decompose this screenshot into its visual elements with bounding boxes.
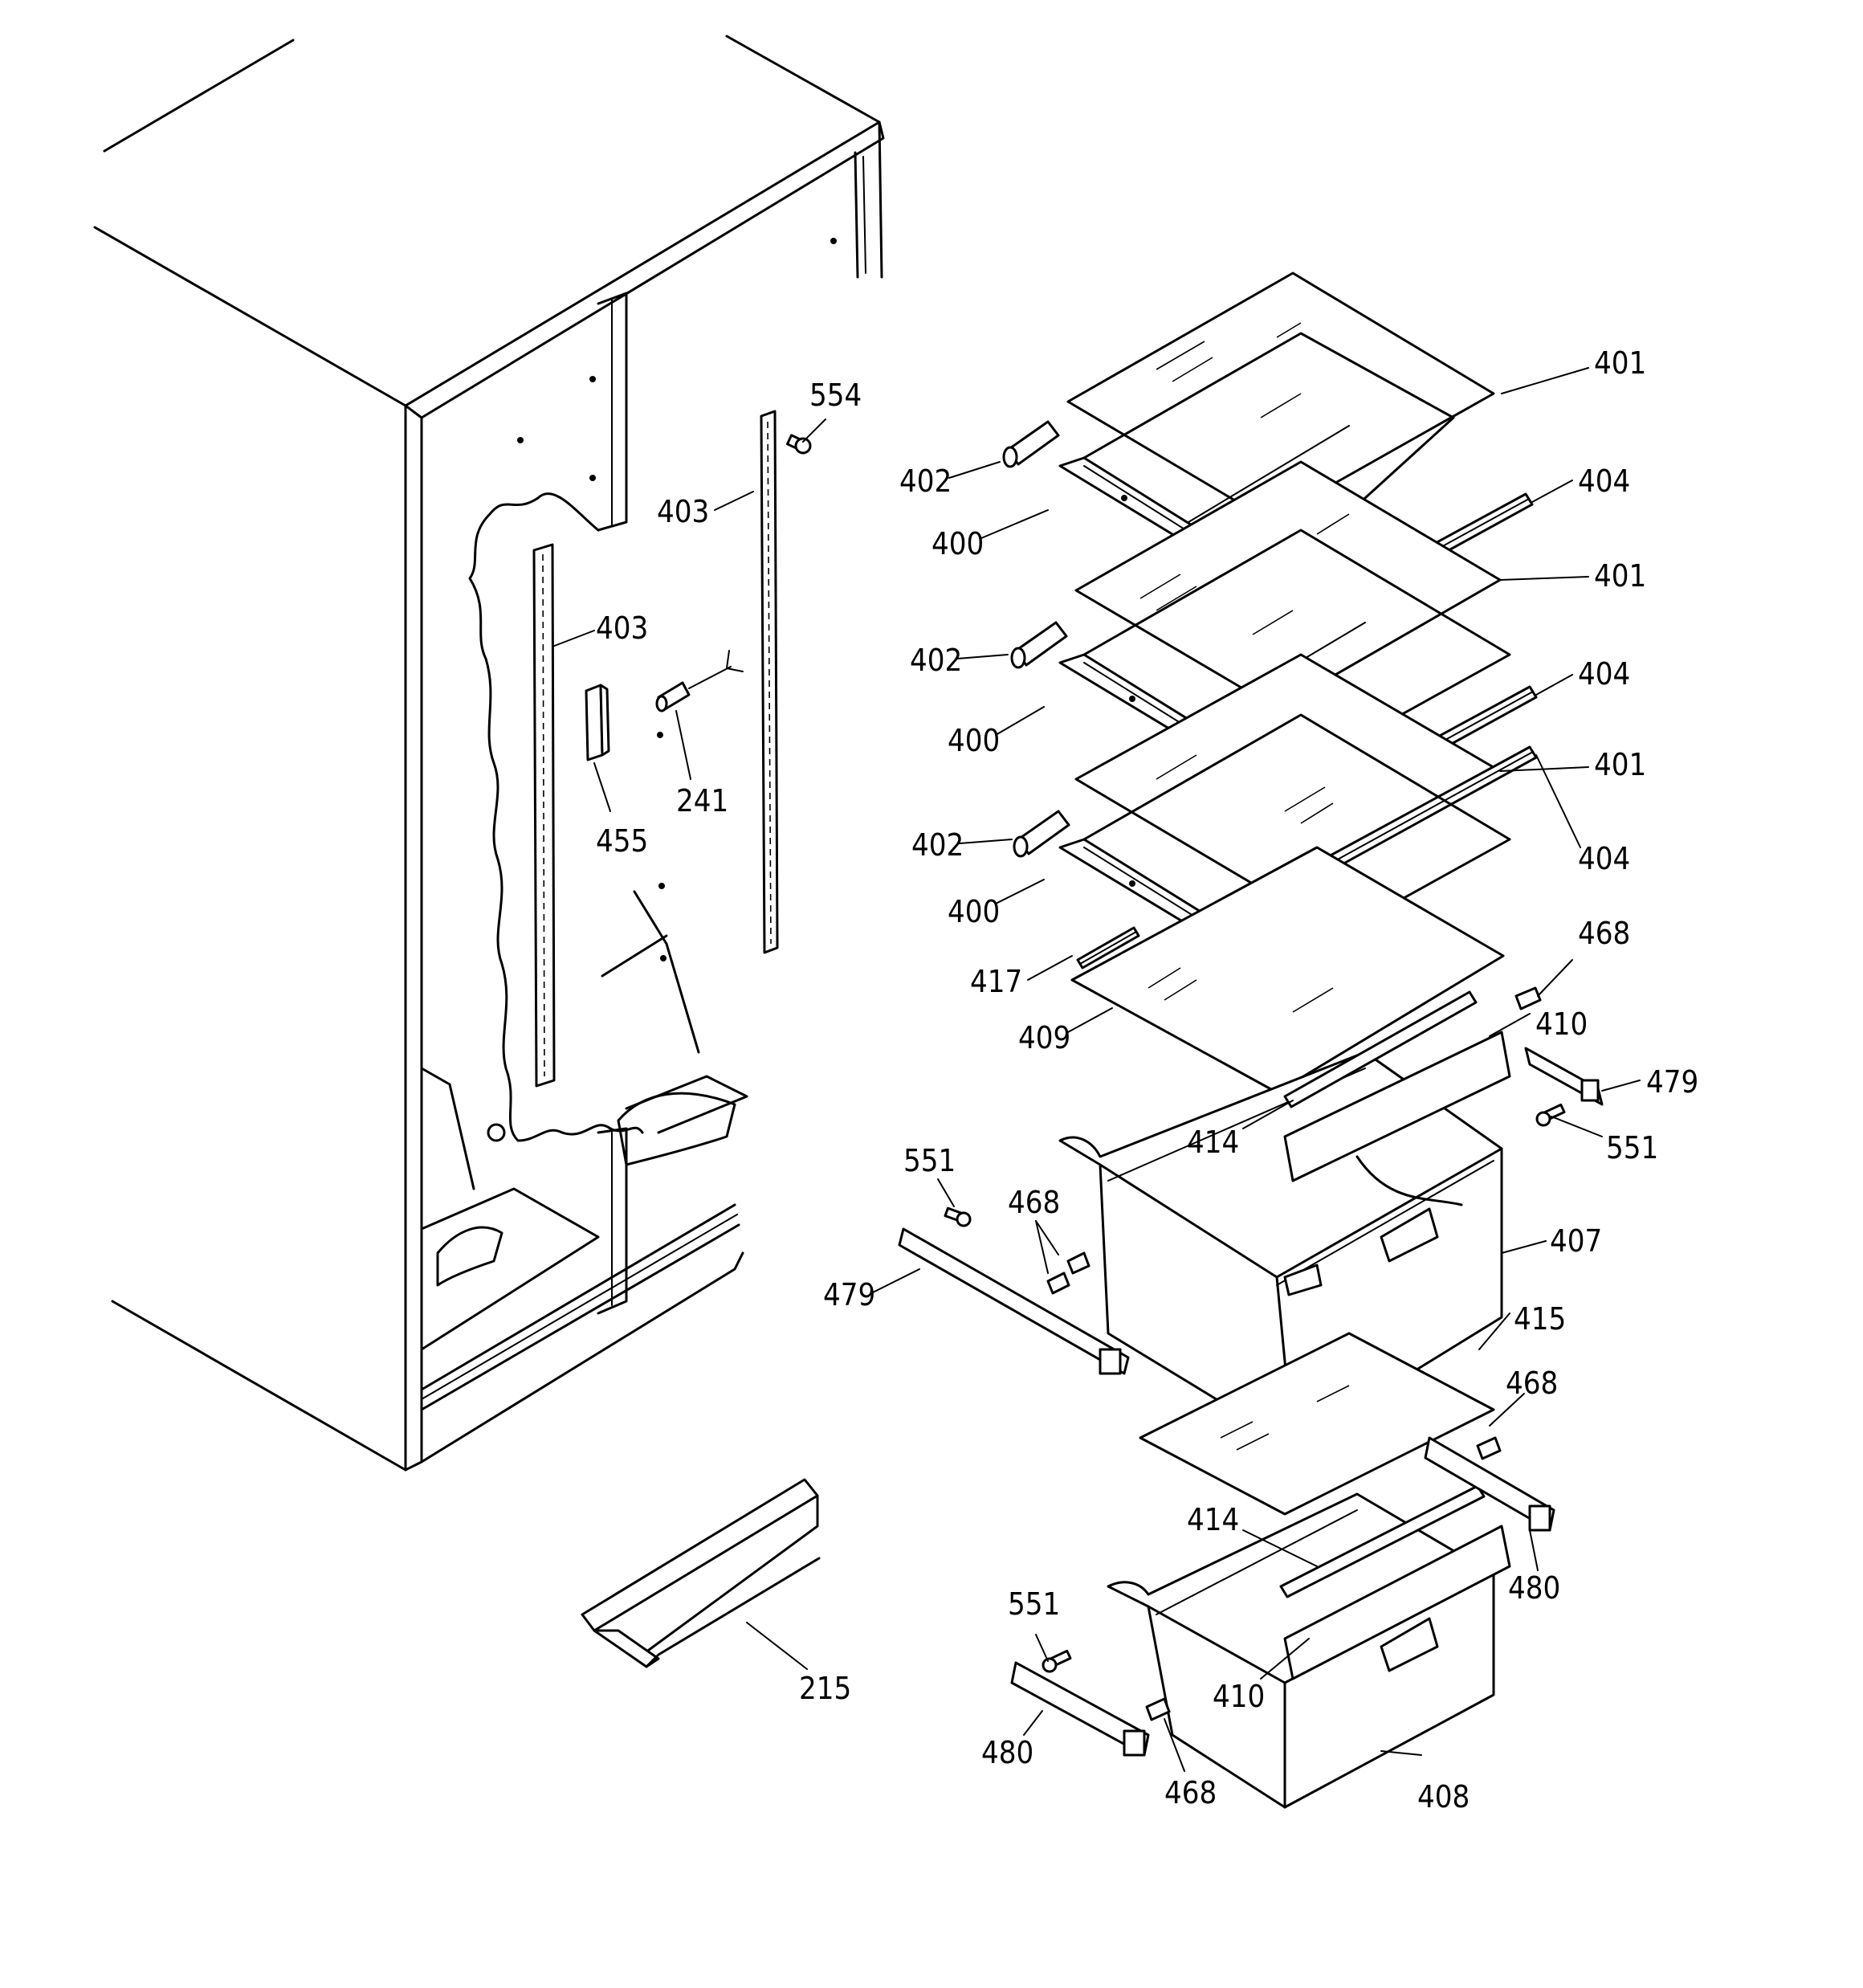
callout-410-bottom: 410 [1213, 1679, 1265, 1714]
door-bin-215 [581, 1478, 821, 1668]
callout-468-bottom: 468 [1164, 1775, 1217, 1810]
callout-404-top: 404 [1578, 463, 1630, 499]
callout-402-bottom: 402 [911, 827, 964, 863]
slide-rail-479-right [1524, 1047, 1604, 1106]
callout-414-top: 414 [1187, 1125, 1239, 1160]
screw-551-c-icon [1042, 1649, 1072, 1673]
callout-415: 415 [1514, 1301, 1566, 1337]
callout-labels: 554 403 403 455 241 401 402 400 404 401 … [596, 345, 1698, 1815]
callout-417: 417 [970, 964, 1022, 999]
glass-cover-415 [1139, 1332, 1495, 1516]
callout-404-bottom: 404 [1578, 841, 1630, 876]
stop-468-b [1046, 1251, 1090, 1295]
part-455-bracket [585, 684, 610, 761]
part-241-pin [655, 650, 744, 712]
callout-403-right: 403 [657, 494, 709, 529]
slide-rail-480-left [1010, 1661, 1150, 1757]
refrigerator-cabinet [93, 35, 885, 1472]
callout-468-top-right: 468 [1578, 916, 1630, 951]
callout-215: 215 [799, 1671, 851, 1706]
slide-rail-479-left [898, 1227, 1130, 1375]
callout-551-right: 551 [1606, 1130, 1658, 1165]
callout-402-middle: 402 [910, 643, 962, 678]
leader-lines [552, 367, 1641, 1772]
callout-400-middle: 400 [948, 723, 1000, 758]
shelf-ladder-rail-right [760, 410, 779, 954]
slide-rail-480-right [1424, 1436, 1555, 1532]
callout-401-top: 401 [1594, 345, 1646, 381]
callout-400-bottom: 400 [948, 894, 1000, 929]
callout-480-right: 480 [1508, 1570, 1560, 1606]
callout-410-top: 410 [1535, 1006, 1588, 1042]
shelf-support-402-2 [1010, 621, 1068, 669]
glass-shelf-3 [1074, 653, 1502, 900]
callout-414-bottom: 414 [1187, 1502, 1239, 1537]
callout-401-bottom: 401 [1594, 747, 1646, 782]
callout-455: 455 [596, 823, 648, 859]
shelf-support-402-1 [1002, 420, 1060, 468]
callout-402-top: 402 [899, 463, 952, 499]
callout-408: 408 [1417, 1779, 1470, 1815]
screw-551-a-icon [1535, 1103, 1566, 1127]
pan-cover-frame-414b-410b [1279, 1484, 1511, 1680]
callout-479-left: 479 [823, 1277, 875, 1312]
screw-551-b-icon [944, 1206, 972, 1227]
callout-400-top: 400 [932, 526, 984, 561]
callout-241: 241 [676, 783, 728, 818]
callout-404-middle: 404 [1578, 656, 1630, 692]
glass-cover-409 [1070, 846, 1505, 1094]
shelf-support-402-3 [1013, 810, 1070, 858]
screw-554-icon [785, 434, 812, 455]
callout-403-left: 403 [596, 610, 648, 646]
callout-554: 554 [809, 378, 862, 413]
callout-551-left: 551 [903, 1143, 956, 1178]
callout-479-right: 479 [1646, 1064, 1698, 1100]
callout-468-middle-left: 468 [1008, 1185, 1060, 1220]
stop-468-c [1476, 1436, 1502, 1460]
stop-468-d [1145, 1697, 1171, 1721]
shelf-ladder-rail-left [532, 543, 556, 1088]
callout-409: 409 [1018, 1020, 1070, 1055]
glass-shelf-1 [1066, 271, 1495, 522]
part-417-strip [1076, 926, 1140, 970]
callout-401-middle: 401 [1594, 558, 1646, 594]
callout-468-lower-right: 468 [1506, 1365, 1558, 1401]
callout-480-left: 480 [981, 1735, 1033, 1770]
callout-407: 407 [1550, 1223, 1602, 1259]
callout-551-bottom: 551 [1008, 1586, 1060, 1622]
stop-468-a [1514, 986, 1542, 1010]
